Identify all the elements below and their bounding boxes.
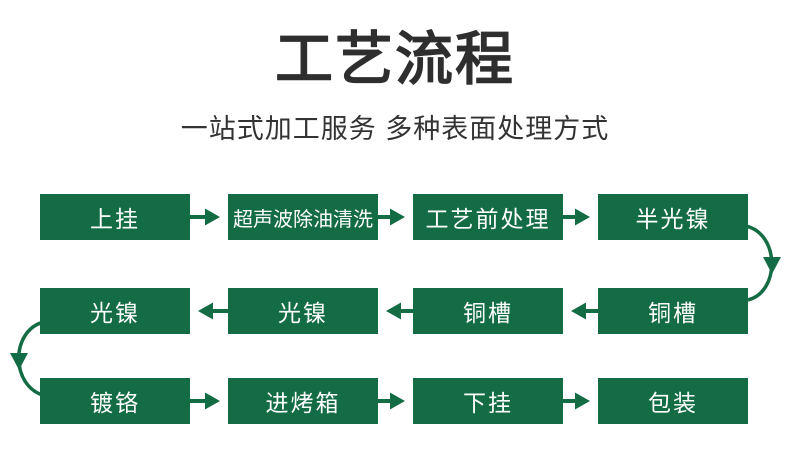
flow-step-label: 光镍 <box>90 300 140 326</box>
flow-step: 超声波除油清洗 <box>228 194 378 240</box>
arrow-right-icon <box>561 392 590 410</box>
flow-step: 镀铬 <box>40 378 190 424</box>
arrow-right-icon <box>188 392 220 410</box>
flow-step-label: 半光镍 <box>635 206 711 232</box>
page-subtitle: 一站式加工服务 多种表面处理方式 <box>180 114 610 144</box>
flow-step: 铜槽 <box>598 288 748 334</box>
page-title: 工艺流程 <box>274 27 515 92</box>
arrow-right-icon <box>561 208 590 226</box>
flow-step: 铜槽 <box>413 288 563 334</box>
flow-step: 工艺前处理 <box>413 194 563 240</box>
flow-step-label: 上挂 <box>90 206 140 232</box>
arrow-left-icon <box>571 302 600 320</box>
curve-arrow-right-icon <box>745 224 781 302</box>
flow-step-label: 包装 <box>648 390 698 416</box>
flow-step: 半光镍 <box>598 194 748 240</box>
flow-step-label: 铜槽 <box>648 300 698 326</box>
flow-step: 上挂 <box>40 194 190 240</box>
arrow-left-icon <box>198 302 230 320</box>
flow-step-label: 光镍 <box>278 300 328 326</box>
flow-step: 光镍 <box>228 288 378 334</box>
flow-step: 包装 <box>598 378 748 424</box>
arrow-right-icon <box>188 208 220 226</box>
flow-step-label: 进烤箱 <box>265 390 341 416</box>
flow-step: 进烤箱 <box>228 378 378 424</box>
flow-step: 光镍 <box>40 288 190 334</box>
flow-step-label: 下挂 <box>463 390 513 416</box>
arrow-right-icon <box>376 392 405 410</box>
flow-step-label: 工艺前处理 <box>425 206 551 232</box>
flow-step: 下挂 <box>413 378 563 424</box>
arrow-left-icon <box>386 302 415 320</box>
flow-step-label: 超声波除油清洗 <box>233 208 373 231</box>
flow-step-label: 镀铬 <box>90 390 140 416</box>
flow-step-label: 铜槽 <box>463 300 513 326</box>
arrow-right-icon <box>376 208 405 226</box>
